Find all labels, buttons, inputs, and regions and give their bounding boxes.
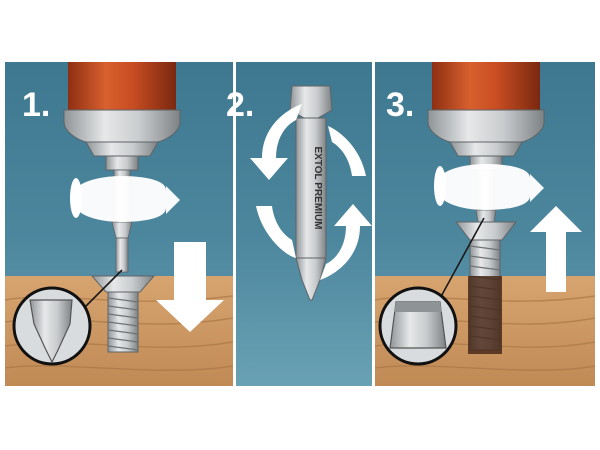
extractor-bit-2: EXTOL PREMIUM bbox=[289, 85, 333, 301]
circular-rotation-icon bbox=[250, 104, 372, 280]
chuck-nose bbox=[449, 141, 523, 157]
bit-tip-closeup bbox=[29, 299, 73, 364]
drill-body bbox=[432, 62, 540, 112]
step-2-label: 2. bbox=[226, 86, 255, 124]
magnifier-3 bbox=[378, 217, 485, 366]
chuck-collar bbox=[427, 109, 545, 143]
screw-1 bbox=[90, 275, 156, 353]
drill-body bbox=[68, 62, 176, 112]
magnifier-pointer bbox=[437, 217, 485, 303]
bit-brand-text: EXTOL PREMIUM bbox=[312, 147, 323, 230]
magnifier-1 bbox=[12, 269, 123, 366]
bit-tip bbox=[295, 257, 327, 301]
down-arrow-icon bbox=[156, 242, 224, 332]
screw-3 bbox=[454, 221, 518, 354]
magnifier-pointer bbox=[79, 269, 123, 313]
screw-hole bbox=[468, 276, 502, 354]
step-1-label: 1. bbox=[22, 86, 51, 124]
chuck-collar bbox=[63, 109, 181, 143]
bit-tip bbox=[115, 237, 129, 273]
bit-tip bbox=[475, 209, 497, 223]
drill-chuck-1 bbox=[63, 62, 181, 171]
screw-head bbox=[90, 275, 156, 293]
rotation-arrow-icon bbox=[434, 164, 544, 210]
drill-chuck-3 bbox=[427, 62, 545, 171]
chuck-nose bbox=[85, 141, 159, 157]
up-arrow-icon bbox=[530, 206, 582, 292]
screw-shaft bbox=[107, 291, 139, 353]
bit-neck bbox=[111, 221, 133, 239]
screw-head bbox=[454, 221, 518, 241]
step-3-label: 3. bbox=[386, 86, 415, 124]
rotation-arrow-icon bbox=[70, 176, 180, 222]
screw-thread bbox=[107, 297, 139, 351]
chuck-jaw bbox=[105, 155, 139, 171]
